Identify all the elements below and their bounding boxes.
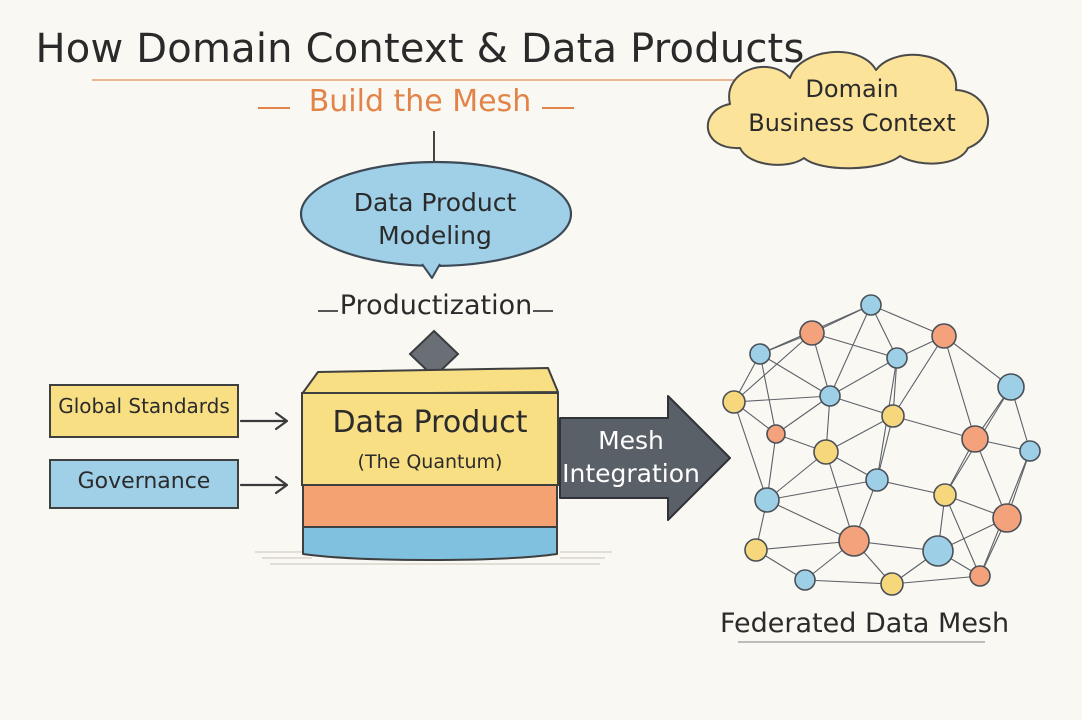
mesh-node [1019,440,1041,462]
mesh-node [799,320,825,346]
mesh-edge [733,401,768,501]
mesh-edge [811,332,898,359]
mesh-edge [943,335,976,440]
mesh-integration-label: Mesh Integration [556,424,706,490]
data-product-subtitle: (The Quantum) [357,451,503,473]
mesh-node [794,569,816,591]
mesh-edge [943,335,1012,388]
mesh-node [961,425,989,453]
mesh-integration-line1: Mesh [598,426,664,455]
federated-mesh-label: Federated Data Mesh [720,608,1010,639]
mesh-edge [759,353,831,397]
domain-cloud-label: Domain Business Context [712,72,992,140]
mesh-node [838,525,870,557]
mesh-node [997,373,1025,401]
box-shadow [255,551,612,565]
mesh-edge [775,395,831,435]
page-title: How Domain Context & Data Products [35,26,805,72]
mesh-edge [733,332,813,403]
governance-box [49,459,239,509]
modeling-bubble-shape [299,160,573,279]
mesh-node [749,343,771,365]
mesh-node [865,468,889,492]
mesh-edge [766,479,878,501]
mesh-node [969,565,991,587]
mesh-edge [892,335,945,417]
mesh-edge [766,499,855,542]
mesh-node [754,487,780,513]
global-standards-box [49,384,239,438]
mesh-edge [755,540,855,551]
mesh-integration-arrow [559,395,731,521]
mesh-edge [829,304,872,397]
mesh-node [931,323,957,349]
mesh-node [886,347,908,369]
data-product-box [301,367,559,561]
mesh-integration-line2: Integration [562,459,700,488]
domain-cloud-line1: Domain [805,75,899,103]
global-standards-label: Global Standards [58,394,230,418]
input-arrow-governance [239,475,289,495]
data-product-title: Data Product [332,405,528,440]
mesh-node [722,390,746,414]
mesh-node [813,439,839,465]
mesh-node [881,404,905,428]
domain-cloud-shape [706,50,989,170]
modeling-bubble-line2: Modeling [378,221,492,250]
mesh-edge [944,494,981,577]
mesh-edge [733,395,831,403]
mesh-node [766,424,786,444]
input-arrow-standards [239,411,289,431]
productization-label: Productization [339,290,533,321]
mesh-edge [829,357,898,397]
mesh-node [922,535,954,567]
mesh-nodes [722,294,1041,596]
mesh-node [992,503,1022,533]
domain-cloud-line2: Business Context [748,109,956,137]
mesh-edge [892,415,976,440]
mesh-node [880,572,904,596]
mesh-node [933,483,957,507]
page-subtitle: Build the Mesh [308,84,532,119]
mesh-edge [891,575,981,585]
modeling-bubble-line1: Data Product [353,188,517,217]
mesh-edge [759,353,777,435]
modeling-bubble-label: Data Product Modeling [300,186,570,252]
mesh-node [860,294,882,316]
mesh-node [744,538,768,562]
governance-label: Governance [77,469,211,494]
mesh-edge [804,579,893,585]
mesh-node [819,385,841,407]
mesh-edge [870,304,945,337]
